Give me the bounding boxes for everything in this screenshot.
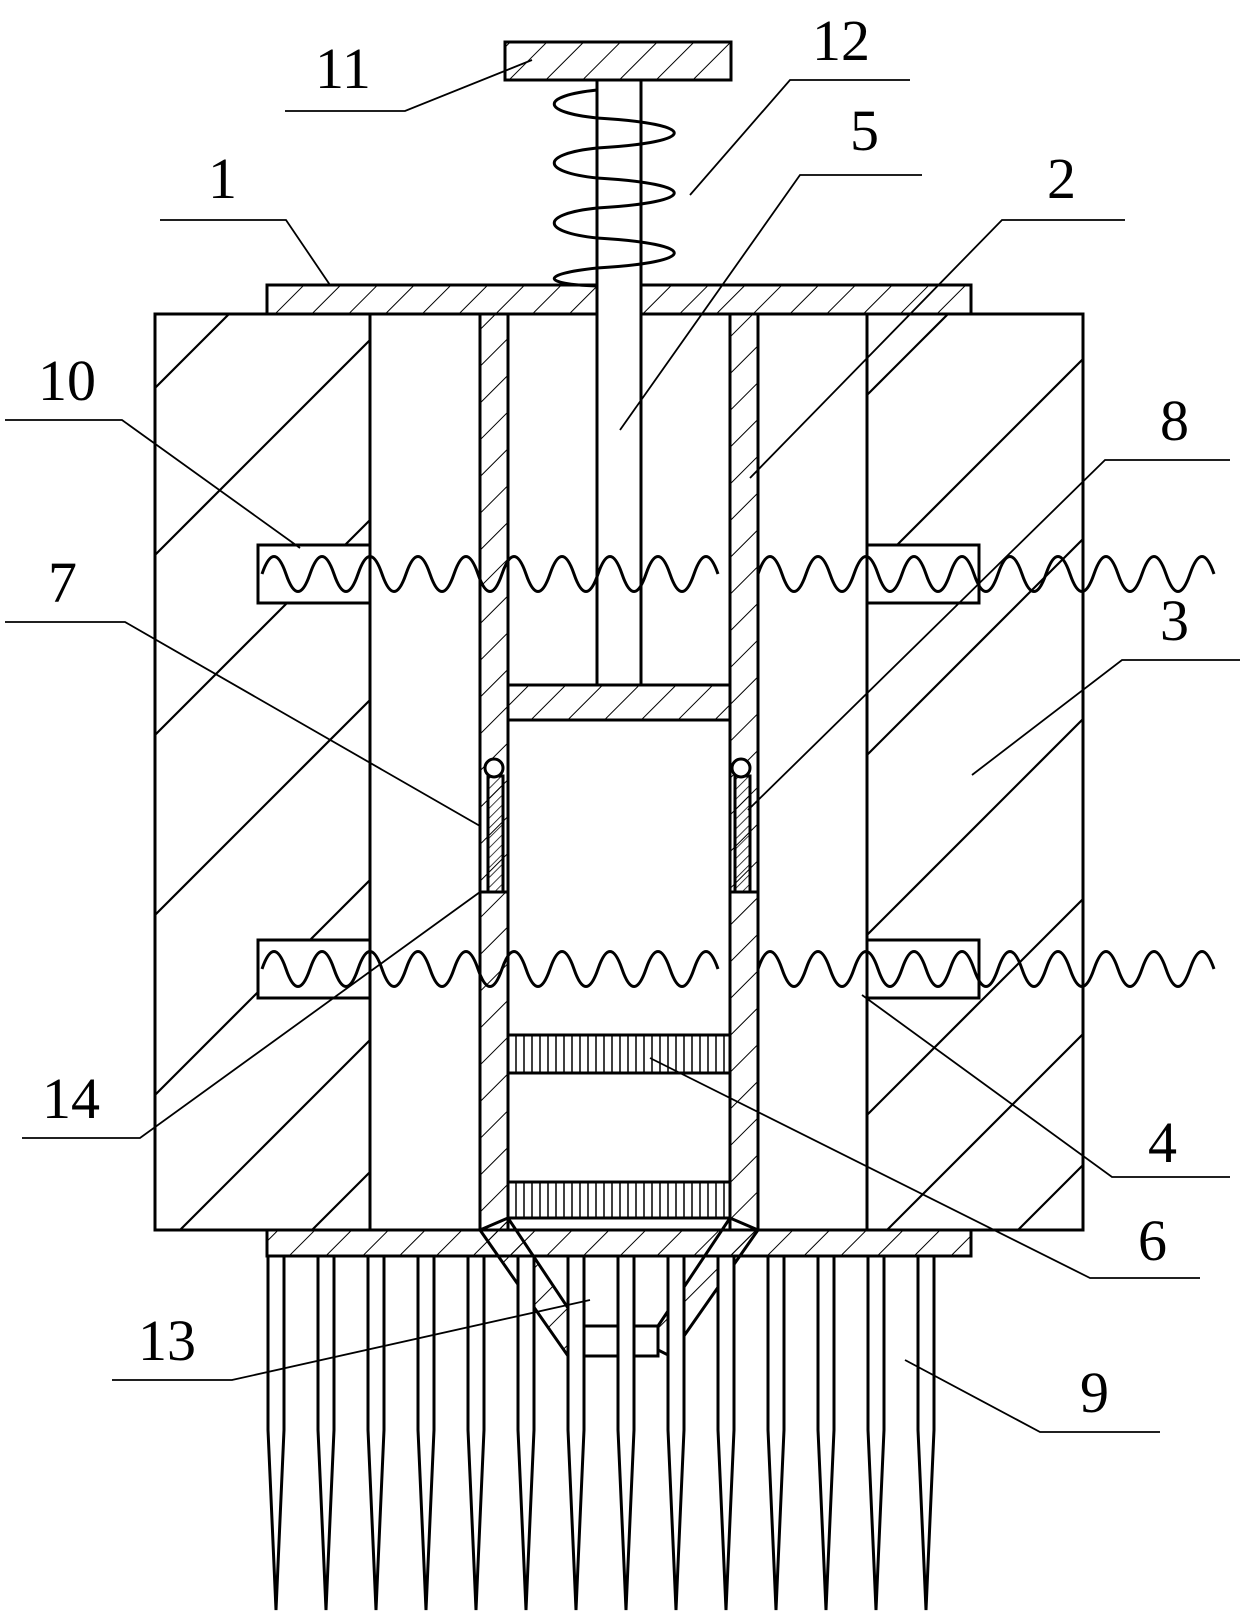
label-1: 1	[208, 146, 237, 211]
piston-plate	[508, 685, 730, 720]
label-14: 14	[42, 1066, 100, 1131]
label-7: 7	[48, 550, 77, 615]
spike	[618, 1256, 634, 1610]
spike	[818, 1256, 834, 1610]
spike	[368, 1256, 384, 1610]
label-4: 4	[1148, 1110, 1177, 1175]
label-5: 5	[850, 98, 879, 163]
spike	[918, 1256, 934, 1610]
spike-row	[268, 1256, 934, 1610]
filter-upper	[508, 1035, 730, 1073]
spike	[568, 1256, 584, 1610]
bottom-plate	[267, 1230, 971, 1256]
spike	[718, 1256, 734, 1610]
label-9: 9	[1080, 1360, 1109, 1425]
spike	[468, 1256, 484, 1610]
piston-rod	[597, 80, 641, 685]
filter-lower	[508, 1182, 730, 1218]
label-12: 12	[812, 8, 870, 73]
label-13: 13	[138, 1308, 196, 1373]
label-11: 11	[315, 36, 371, 101]
spike	[318, 1256, 334, 1610]
spike	[268, 1256, 284, 1610]
label-8: 8	[1160, 388, 1189, 453]
spike	[518, 1256, 534, 1610]
handle-plate	[505, 42, 731, 80]
label-3: 3	[1160, 588, 1189, 653]
spike	[418, 1256, 434, 1610]
spike	[768, 1256, 784, 1610]
spike	[868, 1256, 884, 1610]
label-2: 2	[1047, 146, 1076, 211]
spike	[668, 1256, 684, 1610]
label-10: 10	[38, 348, 96, 413]
label-6: 6	[1138, 1208, 1167, 1273]
